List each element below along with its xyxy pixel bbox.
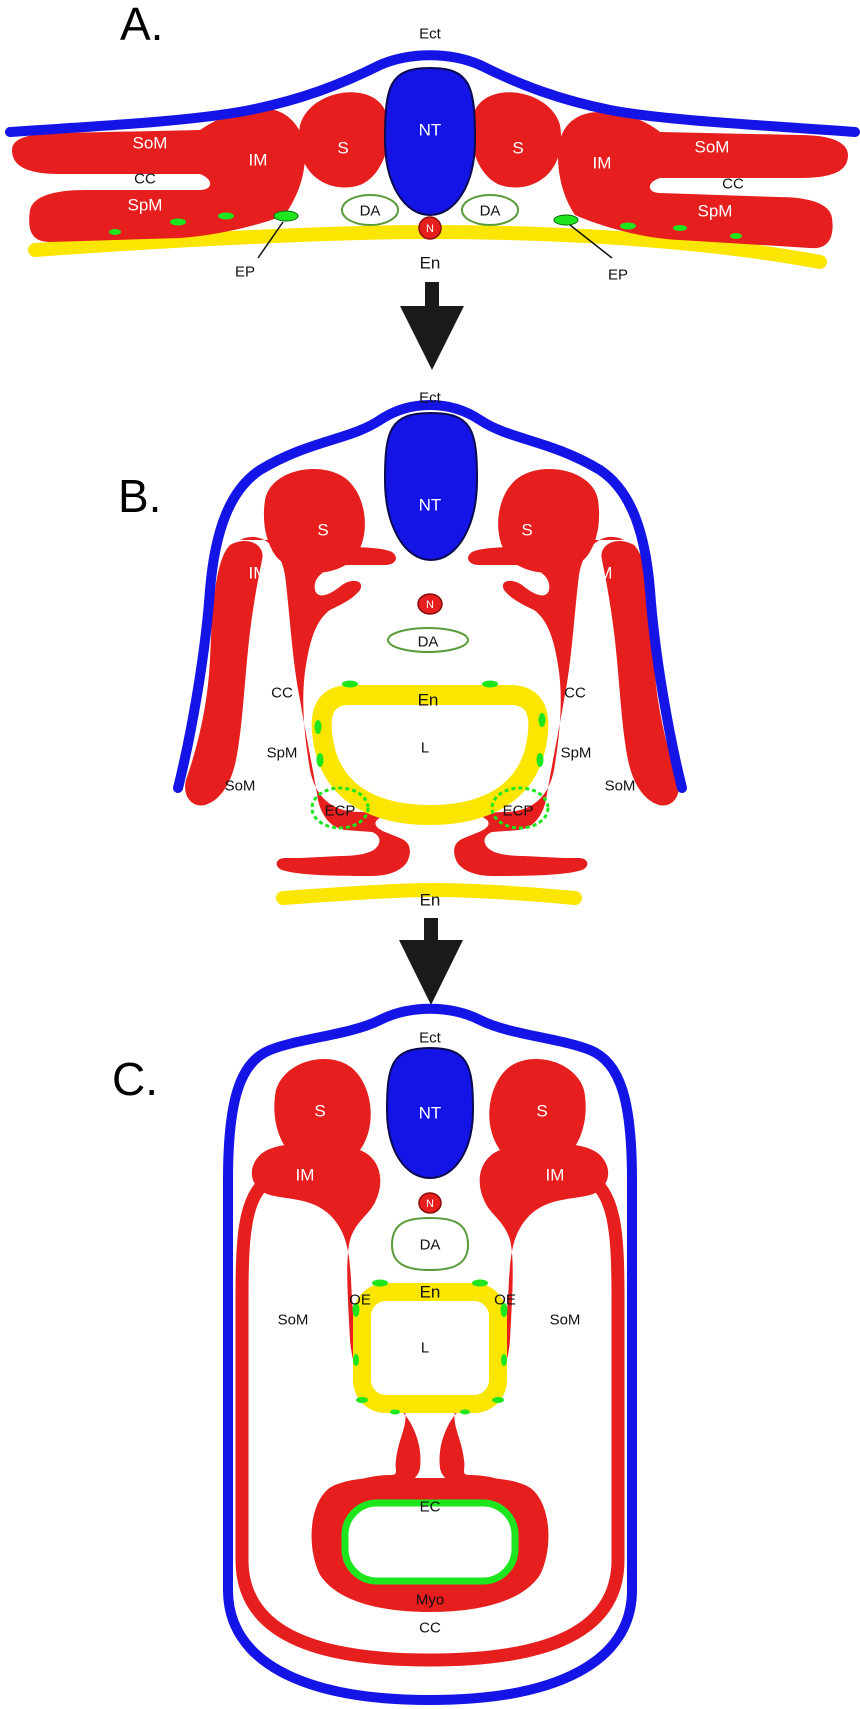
panel-b-label-l: L [421, 740, 429, 757]
panel-c-label-cc: CC [419, 1620, 441, 1637]
panel-b-label-spm-left: SpM [267, 745, 298, 762]
panel-c: C. [112, 1009, 632, 1700]
panel-b-label-en-top: En [418, 691, 439, 710]
panel-c-label-nt: NT [419, 1104, 442, 1123]
panel-c-label-ec: EC [420, 1499, 441, 1516]
panel-a-label-spm-left: SpM [128, 196, 163, 215]
panel-a-label-som-left: SoM [133, 134, 168, 153]
panel-a-label-ep-right: EP [608, 267, 628, 284]
panel-c-label-im-left: IM [296, 1166, 315, 1185]
panel-a-label-im-right: IM [593, 154, 612, 173]
panel-c-label-som-right: SoM [550, 1312, 581, 1329]
panel-b-label-nt: NT [419, 496, 442, 515]
panel-b-somite-right [498, 469, 599, 573]
panel-c-label-n: N [426, 1198, 434, 1210]
panel-c-label-ect: Ect [419, 1030, 442, 1047]
panel-b-label-cc-right: CC [564, 685, 586, 702]
panel-c-label-l: L [421, 1340, 429, 1357]
panel-b-label-n: N [426, 599, 434, 611]
panel-b-label-im-right: IM [594, 564, 613, 583]
panel-b-label-som-left: SoM [225, 778, 256, 795]
panel-a-label-en: En [420, 254, 441, 273]
panel-c-label-im-right: IM [546, 1166, 565, 1185]
panel-a-label-ect: Ect [419, 26, 442, 43]
panel-b-gut-endoderm [322, 695, 539, 815]
panel-b-label-im-left: IM [249, 564, 268, 583]
panel-b-label-cc-left: CC [271, 685, 293, 702]
panel-b-label-ecp-left: ECP [325, 803, 356, 820]
panel-b-label-s-right: S [521, 521, 532, 540]
panel-a-label-nt: NT [419, 121, 442, 140]
panel-a-label-som-right: SoM [695, 138, 730, 157]
panel-c-title: C. [112, 1053, 158, 1105]
panel-a-neural-tube [385, 68, 475, 215]
panel-b-label-en-bottom: En [420, 891, 441, 910]
panel-a-label-im-left: IM [249, 151, 268, 170]
panel-a-label-s-right: S [512, 139, 523, 158]
panel-b-label-som-right: SoM [605, 778, 636, 795]
panel-b-mesoderm-right-outer [601, 541, 678, 805]
panel-a-label-s-left: S [337, 139, 348, 158]
arrow-a-to-b [400, 282, 464, 370]
panel-c-label-oe-right: OE [494, 1292, 516, 1309]
panel-c-label-da: DA [420, 1237, 441, 1254]
panel-c-label-som-left: SoM [278, 1312, 309, 1329]
panel-b: B. [118, 390, 682, 910]
arrow-b-to-c [399, 918, 463, 1005]
panel-b-neural-tube [385, 413, 477, 560]
panel-b-label-ecp-right: ECP [503, 803, 534, 820]
panel-a: A. Ec [10, 0, 855, 284]
panel-a-label-da-left: DA [360, 203, 381, 220]
panel-a-label-da-right: DA [480, 203, 501, 220]
panel-a-label-ep-left: EP [235, 264, 255, 281]
panel-c-label-s-right: S [536, 1102, 547, 1121]
panel-b-somite-left [264, 469, 365, 573]
panel-c-label-s-left: S [314, 1102, 325, 1121]
panel-c-gut-endoderm [362, 1292, 498, 1404]
panel-a-label-cc-right: CC [722, 176, 744, 193]
panel-a-label-n: N [426, 223, 434, 235]
panel-c-label-myo: Myo [416, 1592, 444, 1609]
panel-a-title: A. [120, 0, 163, 50]
panel-b-label-ect: Ect [419, 390, 442, 407]
panel-b-label-spm-right: SpM [561, 745, 592, 762]
panel-a-label-spm-right: SpM [698, 202, 733, 221]
panel-b-label-da: DA [418, 634, 439, 651]
panel-a-label-cc-left: CC [134, 171, 156, 188]
panel-b-title: B. [118, 470, 161, 522]
panel-b-label-s-left: S [317, 521, 328, 540]
panel-c-label-oe-left: OE [349, 1292, 371, 1309]
panel-c-label-en: En [420, 1283, 441, 1302]
